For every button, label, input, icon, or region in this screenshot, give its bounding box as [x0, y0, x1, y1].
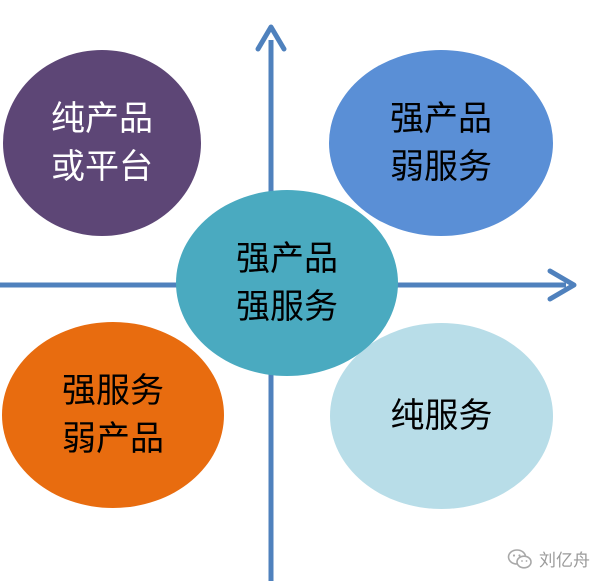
circle-strong-product-weak-service: 强产品 弱服务	[329, 50, 553, 236]
watermark-text: 刘亿舟	[539, 551, 590, 571]
circle-label-line: 强产品	[390, 99, 492, 139]
circle-strong-product-strong-service: 强产品 强服务	[176, 190, 398, 376]
wechat-icon	[507, 548, 533, 570]
circle-pure-product-or-platform: 纯产品 或平台	[3, 50, 201, 236]
circle-label-line: 弱产品	[62, 419, 164, 459]
circle-label-line: 弱服务	[390, 147, 492, 187]
horizontal-arrow-head	[547, 268, 577, 302]
circle-pure-service: 纯服务	[330, 323, 553, 509]
circle-label-line: 纯服务	[390, 396, 493, 436]
watermark: 刘亿舟	[507, 546, 590, 571]
circle-strong-service-weak-product: 强服务 弱产品	[2, 322, 224, 508]
circle-label-line: 或平台	[51, 147, 153, 187]
circle-label-line: 强服务	[236, 287, 338, 327]
circle-label-line: 强服务	[62, 371, 164, 411]
circle-label-line: 纯产品	[51, 99, 153, 139]
circle-label-line: 强产品	[236, 239, 338, 279]
vertical-arrow-head	[255, 24, 287, 52]
